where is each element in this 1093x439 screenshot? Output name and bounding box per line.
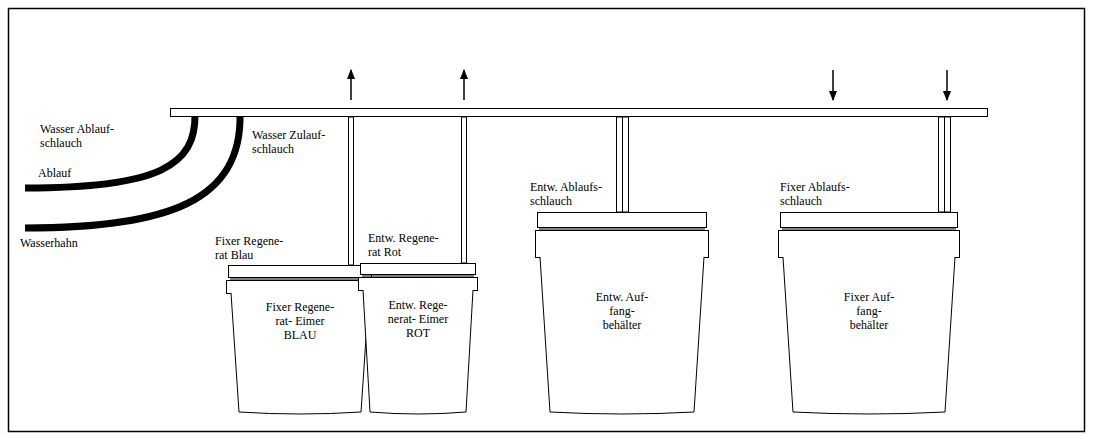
lid-band	[779, 231, 960, 258]
hose-label: Wasserhahn	[20, 236, 110, 250]
hose-label: Wasser Zulauf-schlauch	[252, 128, 338, 156]
hose-label: Ablauf	[38, 166, 108, 180]
pipe	[617, 117, 629, 212]
rail	[171, 109, 988, 117]
pipe	[349, 117, 354, 265]
frame	[9, 9, 1085, 432]
lid-band	[536, 231, 709, 258]
lid-band	[359, 278, 478, 291]
bucket-body	[231, 293, 369, 414]
supply-hose	[25, 114, 240, 228]
lid-band	[227, 281, 374, 294]
bucket-heading: Entw. Regene- rat Rot	[368, 231, 450, 259]
lid-rim	[782, 229, 956, 230]
bucket-heading: Entw. Ablaufs- schlauch	[530, 180, 610, 208]
bucket-body	[540, 257, 704, 414]
pipe	[939, 117, 951, 212]
flow-arrow	[463, 70, 465, 100]
pipe	[944, 117, 945, 212]
flow-arrow	[946, 70, 948, 100]
lid-band	[538, 213, 707, 228]
pipe	[462, 117, 467, 263]
bucket: Fixer Regene- rat BlauFixer Regene- rat-…	[226, 234, 374, 415]
bucket-label: Fixer Auf- fang- behälter	[837, 290, 901, 332]
lid-rim	[362, 276, 474, 277]
bucket-heading: Fixer Regene- rat Blau	[215, 234, 295, 262]
lid-band	[781, 213, 958, 228]
lid-rim	[539, 229, 705, 230]
lid-rim	[230, 279, 370, 280]
flow-arrow	[350, 70, 352, 100]
lid-band	[229, 266, 372, 278]
flow-arrow	[832, 70, 834, 100]
lid-band	[361, 264, 476, 275]
bucket-label: Fixer Regene- rat- Eimer BLAU	[258, 300, 342, 342]
pipe	[622, 117, 623, 212]
bucket-heading: Fixer Ablaufs- schlauch	[780, 180, 860, 208]
bucket-body	[783, 257, 955, 414]
bucket-label: Entw. Auf- fang- behälter	[590, 290, 654, 332]
bucket: Fixer Ablaufs- schlauchFixer Auf- fang- …	[778, 180, 960, 415]
bucket-body	[363, 290, 473, 414]
bucket: Entw. Regene- rat RotEntw. Rege- nerat- …	[358, 231, 478, 415]
drain-hose	[25, 114, 195, 188]
hose-label: Wasser Ablauf- schlauch	[40, 122, 124, 150]
bucket-label: Entw. Rege- nerat- Eimer ROT	[386, 298, 450, 340]
bucket: Entw. Ablaufs- schlauchEntw. Auf- fang- …	[535, 180, 709, 415]
